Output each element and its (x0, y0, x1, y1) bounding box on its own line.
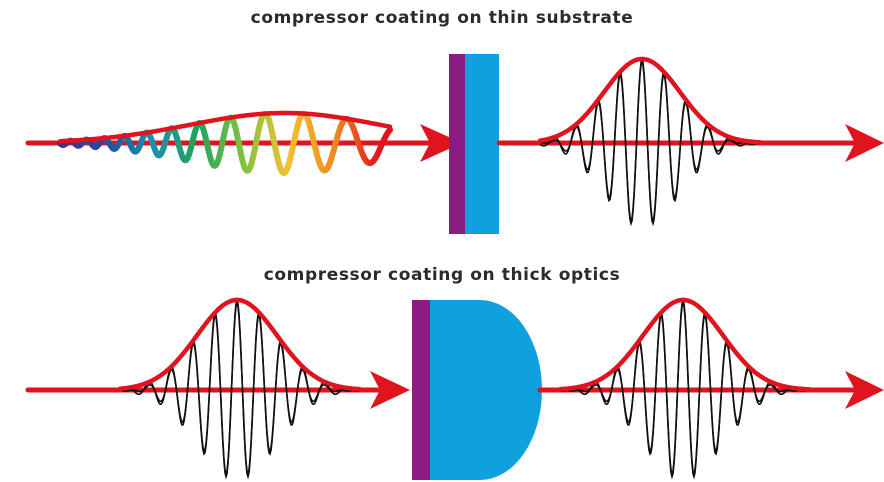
coating-layer-bottom (412, 300, 430, 480)
top-row (25, 54, 884, 234)
arrowhead-icon (845, 371, 884, 409)
chirped-pulse-envelope (57, 110, 393, 144)
chirped-pulse-carrier (57, 110, 393, 176)
input-pulse-carrier-bottom (119, 296, 361, 480)
compressed-pulse-envelope-top (537, 56, 763, 145)
arrowhead-icon (845, 124, 884, 162)
carrier-line-inner (559, 300, 811, 477)
compressed-pulse-envelope-bottom (557, 297, 813, 392)
carrier-line-inner (119, 300, 361, 477)
caption-thick-optics: compressor coating on thick optics (263, 265, 621, 285)
compressed-pulse-carrier-bottom (559, 296, 811, 480)
thin-substrate (465, 54, 499, 234)
bottom-row (25, 296, 884, 480)
input-pulse-envelope-bottom (117, 297, 363, 392)
plano-convex-lens (430, 300, 542, 480)
arrowhead-icon (370, 371, 410, 409)
coating-layer-top (449, 54, 465, 234)
arrowhead-icon (420, 124, 462, 162)
carrier-line-inner (540, 59, 761, 224)
caption-thin-substrate: compressor coating on thin substrate (250, 8, 634, 28)
